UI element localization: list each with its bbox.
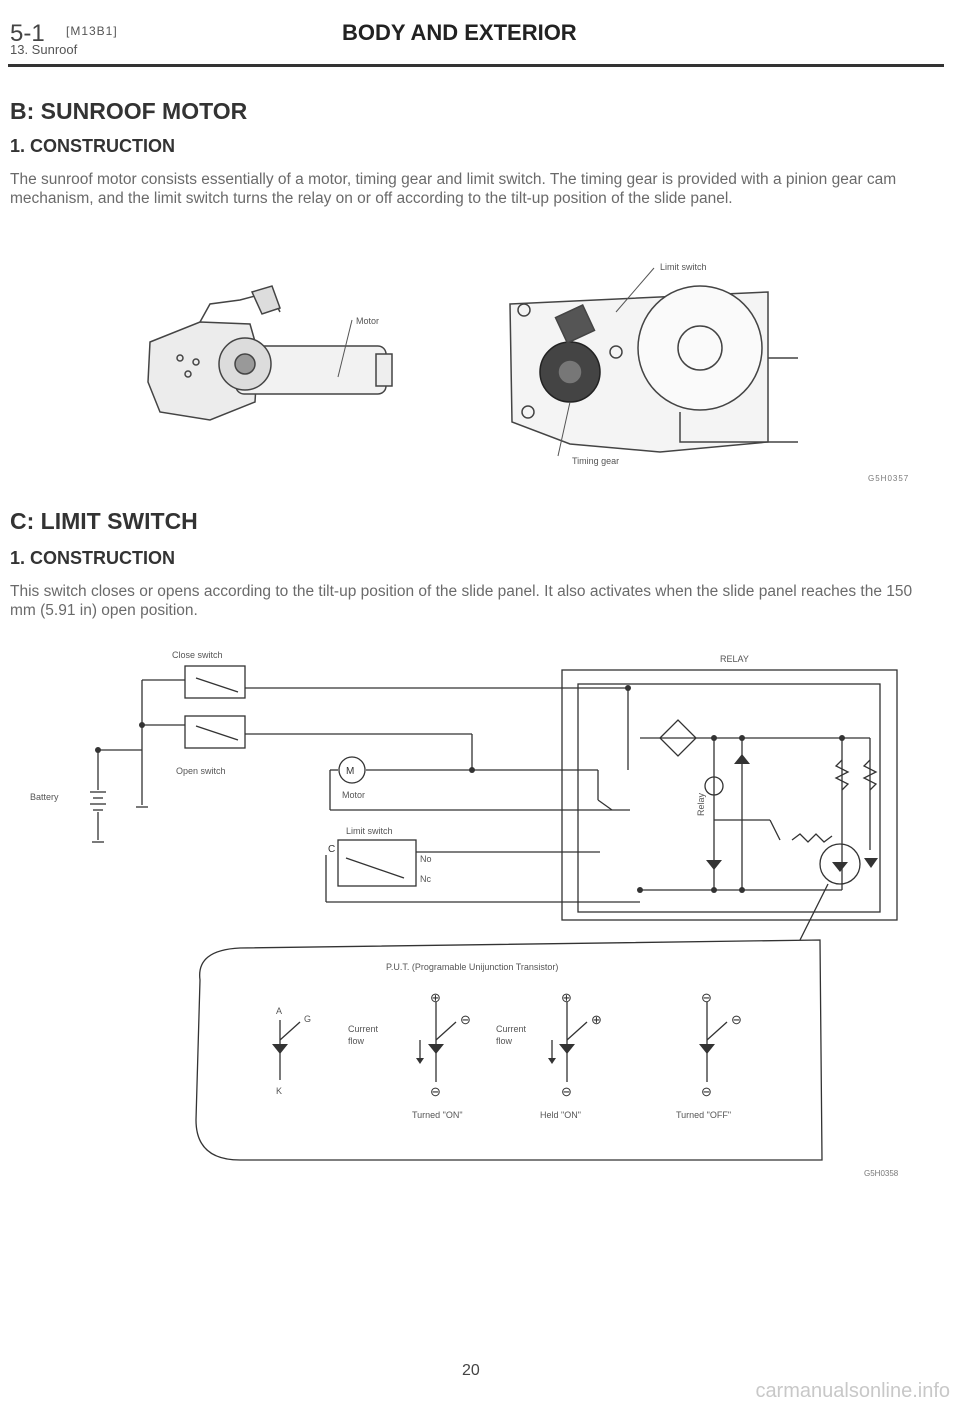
figure-2-code: G5H0358 bbox=[864, 1169, 899, 1178]
on-cathode-minus: ⊖ bbox=[430, 1084, 441, 1099]
motor-label: Motor bbox=[356, 316, 379, 326]
on-anode-plus: ⊕ bbox=[430, 990, 441, 1005]
section-number: 5-1 bbox=[10, 20, 45, 47]
relay-label: Relay bbox=[696, 792, 706, 816]
figure-1-code: G5H0357 bbox=[868, 474, 910, 483]
terminal-no-label: No bbox=[420, 854, 432, 864]
sunroof-motor-figure: Motor Limit switch Timing gear bbox=[147, 262, 798, 466]
battery-label: Battery bbox=[30, 792, 59, 802]
put-title: P.U.T. (Programable Unijunction Transist… bbox=[386, 962, 558, 972]
motor-leader bbox=[337, 319, 353, 378]
close-switch-label: Close switch bbox=[172, 650, 223, 660]
pin-k-label: K bbox=[276, 1086, 282, 1096]
held-cathode-minus: ⊖ bbox=[561, 1084, 572, 1099]
page-number: 20 bbox=[462, 1362, 480, 1379]
motor-assembly-drawing bbox=[147, 285, 393, 421]
pin-a-label: A bbox=[276, 1006, 282, 1016]
off-anode-minus: ⊖ bbox=[701, 990, 712, 1005]
held-anode-plus: ⊕ bbox=[561, 990, 572, 1005]
limit-switch-leader bbox=[615, 267, 655, 313]
gear-assembly-drawing bbox=[509, 285, 798, 453]
current-flow-1-label-a: Current bbox=[348, 1024, 379, 1034]
current-flow-2-label-b: flow bbox=[496, 1036, 513, 1046]
page-title: BODY AND EXTERIOR bbox=[342, 20, 577, 45]
section-c-heading: C: LIMIT SWITCH bbox=[10, 508, 198, 534]
state-held-on: Held "ON" bbox=[540, 1110, 581, 1120]
on-gate-minus: ⊖ bbox=[460, 1012, 471, 1027]
section-c-text: This switch closes or opens according to… bbox=[10, 583, 913, 619]
held-gate-plus: ⊕ bbox=[591, 1012, 602, 1027]
subsection-label: 13. Sunroof bbox=[10, 42, 78, 57]
section-b-text: The sunroof motor consists essentially o… bbox=[10, 171, 897, 207]
section-b-heading: B: SUNROOF MOTOR bbox=[10, 98, 248, 124]
section-c-subheading: 1. CONSTRUCTION bbox=[10, 548, 176, 568]
current-flow-2-label-a: Current bbox=[496, 1024, 527, 1034]
limit-switch-label: Limit switch bbox=[660, 262, 707, 272]
terminal-nc-label: Nc bbox=[420, 874, 431, 884]
timing-gear-label: Timing gear bbox=[572, 456, 619, 466]
motor-diagram-label: Motor bbox=[342, 790, 365, 800]
state-turned-off: Turned "OFF" bbox=[676, 1110, 731, 1120]
section-code: [M13B1] bbox=[66, 24, 118, 38]
state-turned-on: Turned "ON" bbox=[412, 1110, 463, 1120]
relay-box-label: RELAY bbox=[720, 654, 749, 664]
pin-g-label: G bbox=[304, 1014, 311, 1024]
limit-switch-circuit-diagram: Close switch Open switch Battery M Motor… bbox=[30, 650, 899, 1178]
timing-gear-leader bbox=[557, 401, 571, 457]
off-cathode-minus: ⊖ bbox=[701, 1084, 712, 1099]
header-rule bbox=[8, 64, 944, 67]
watermark-text: carmanualsonline.info bbox=[755, 1380, 950, 1402]
motor-symbol: M bbox=[346, 766, 354, 777]
section-b-subheading: 1. CONSTRUCTION bbox=[10, 136, 176, 156]
off-gate-minus: ⊖ bbox=[731, 1012, 742, 1027]
current-flow-1-label-b: flow bbox=[348, 1036, 365, 1046]
limit-switch-diagram-label: Limit switch bbox=[346, 826, 393, 836]
terminal-c-label: C bbox=[328, 844, 335, 855]
open-switch-label: Open switch bbox=[176, 766, 226, 776]
